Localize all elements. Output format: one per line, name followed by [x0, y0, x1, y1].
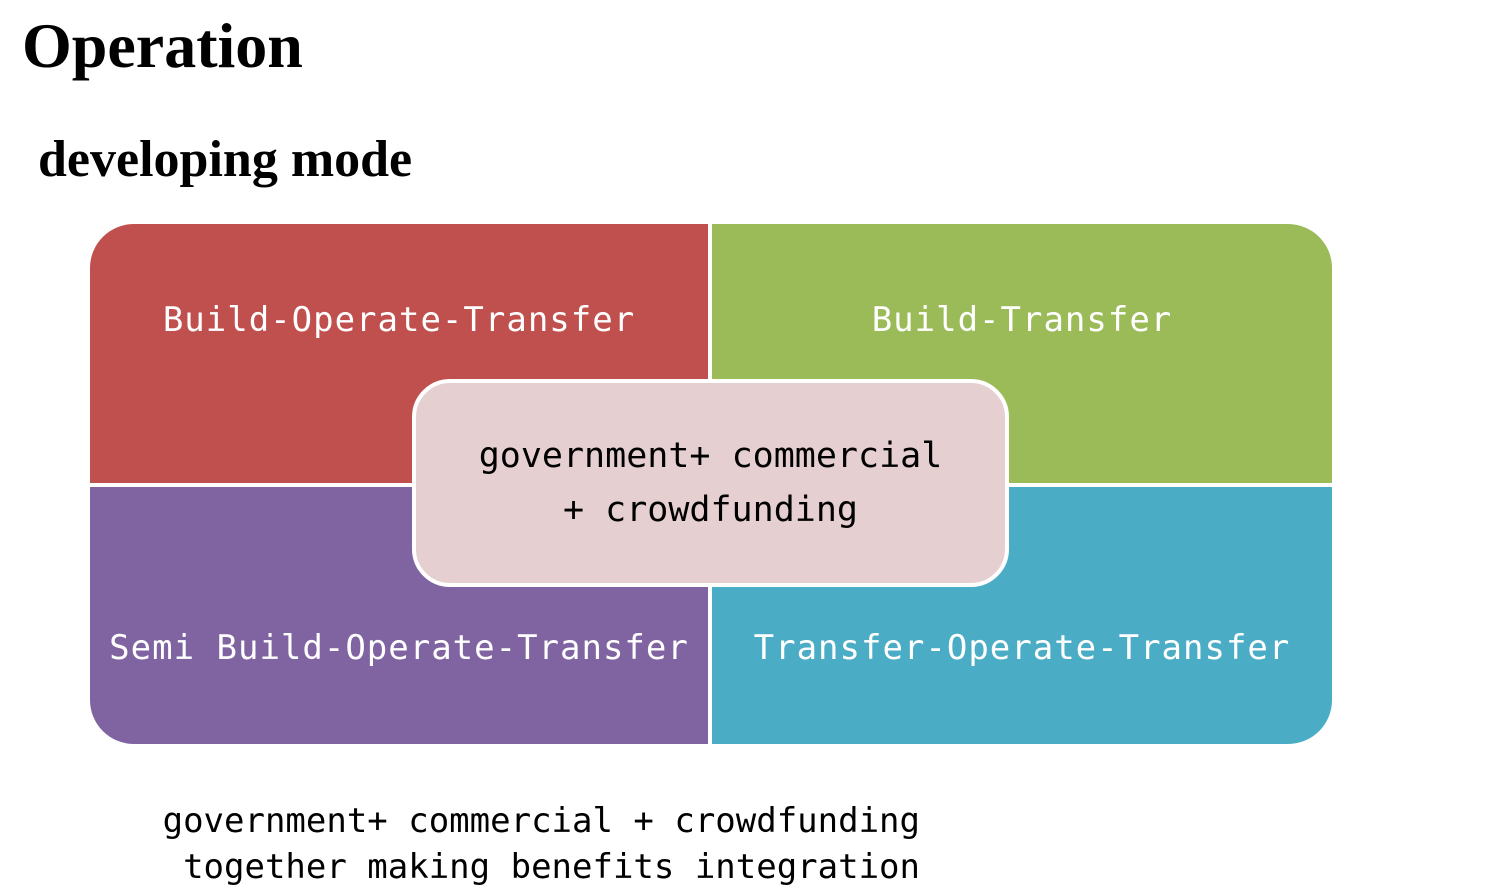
quadrant-label: Semi Build-Operate-Transfer	[109, 628, 689, 668]
center-line-1: government+ commercial	[478, 436, 943, 476]
center-box: government+ commercial + crowdfunding	[412, 379, 1009, 587]
subtitle: developing mode	[38, 131, 413, 188]
footer-caption: government+ commercial + crowdfunding to…	[130, 798, 920, 890]
quadrant-label: Build-Operate-Transfer	[162, 300, 636, 340]
page-title: Operation	[22, 10, 303, 81]
center-line-2: + crowdfunding	[562, 490, 858, 530]
quadrant-label: Build-Transfer	[871, 300, 1173, 340]
quadrant-build-operate-transfer: Build-Operate-Transfer	[90, 224, 708, 483]
footer-line-1: government+ commercial + crowdfunding	[162, 801, 920, 841]
quadrant-label: Transfer-Operate-Transfer	[753, 628, 1291, 668]
footer-line-2: together making benefits integration	[183, 847, 920, 887]
quadrant-semi-build-operate-transfer: Semi Build-Operate-Transfer	[90, 487, 708, 744]
